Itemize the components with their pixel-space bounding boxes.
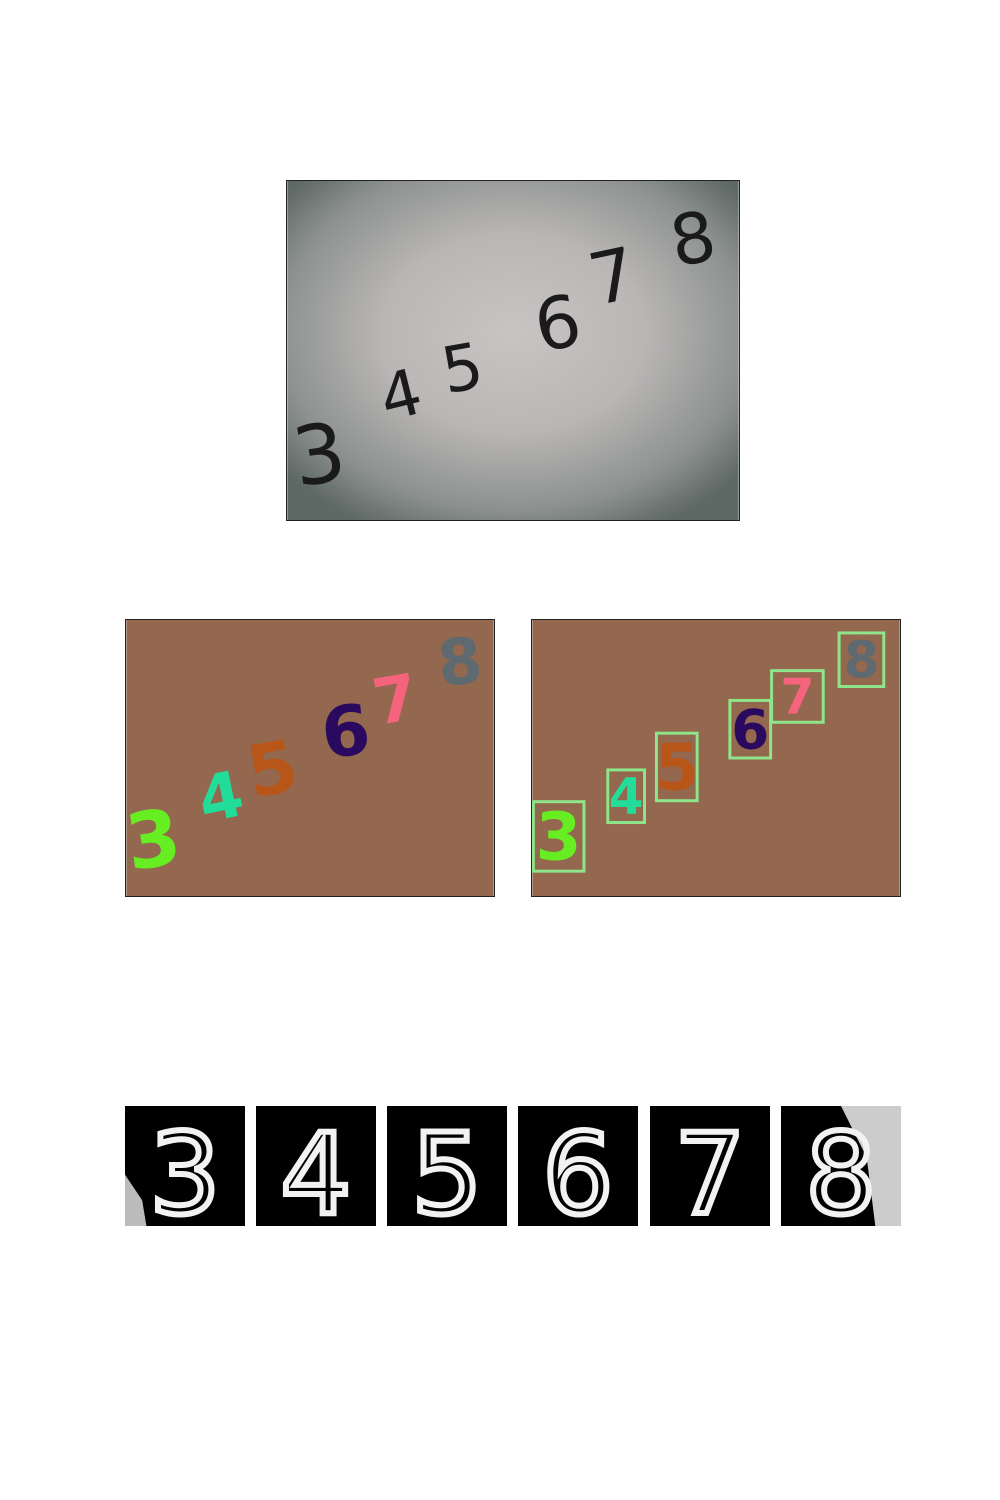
crop-tile-5: 7 <box>650 1106 770 1226</box>
crop-artifact <box>125 1174 147 1226</box>
detection-digit-6: 6 <box>731 697 769 761</box>
crop-tile-4: 6 <box>518 1106 638 1226</box>
crop-digit-5: 5 <box>412 1111 483 1226</box>
bounding-box-5 <box>654 731 699 803</box>
crop-tile-2: 4 <box>256 1106 376 1226</box>
segmentation-digit-6: 6 <box>318 689 375 775</box>
bounding-box-3 <box>532 800 586 873</box>
bounding-box-7 <box>770 669 825 724</box>
bounding-box-6 <box>728 698 773 760</box>
detection-box-group <box>532 631 886 873</box>
crop-tile-1: 3 <box>125 1106 245 1226</box>
crop-tile-3: 5 <box>387 1106 507 1226</box>
detection-digit-7: 7 <box>780 668 814 726</box>
detection-digit-5: 5 <box>654 730 699 805</box>
paper-background <box>287 181 739 520</box>
crop-background <box>387 1106 507 1226</box>
crop-artifact <box>841 1106 901 1226</box>
bounding-box-8 <box>837 631 886 689</box>
detection-digit-8: 8 <box>844 632 879 691</box>
crop-background <box>650 1106 770 1226</box>
detection-digit-4: 4 <box>609 768 644 826</box>
crop-digit-4: 4 <box>281 1111 352 1226</box>
bounding-box-4 <box>606 768 647 825</box>
crop-digit-7: 7 <box>675 1111 746 1226</box>
detection-digit-3: 3 <box>536 799 582 876</box>
segmentation-background <box>126 620 494 896</box>
crop-digit-6: 6 <box>543 1111 614 1226</box>
crop-digit-8: 8 <box>806 1111 877 1226</box>
crop-background <box>256 1106 376 1226</box>
crop-digit-3: 3 <box>150 1111 221 1226</box>
crop-background <box>518 1106 638 1226</box>
crop-background <box>125 1106 245 1226</box>
segmentation-digit-8: 8 <box>434 623 486 701</box>
crop-tile-6: 8 <box>781 1106 901 1226</box>
